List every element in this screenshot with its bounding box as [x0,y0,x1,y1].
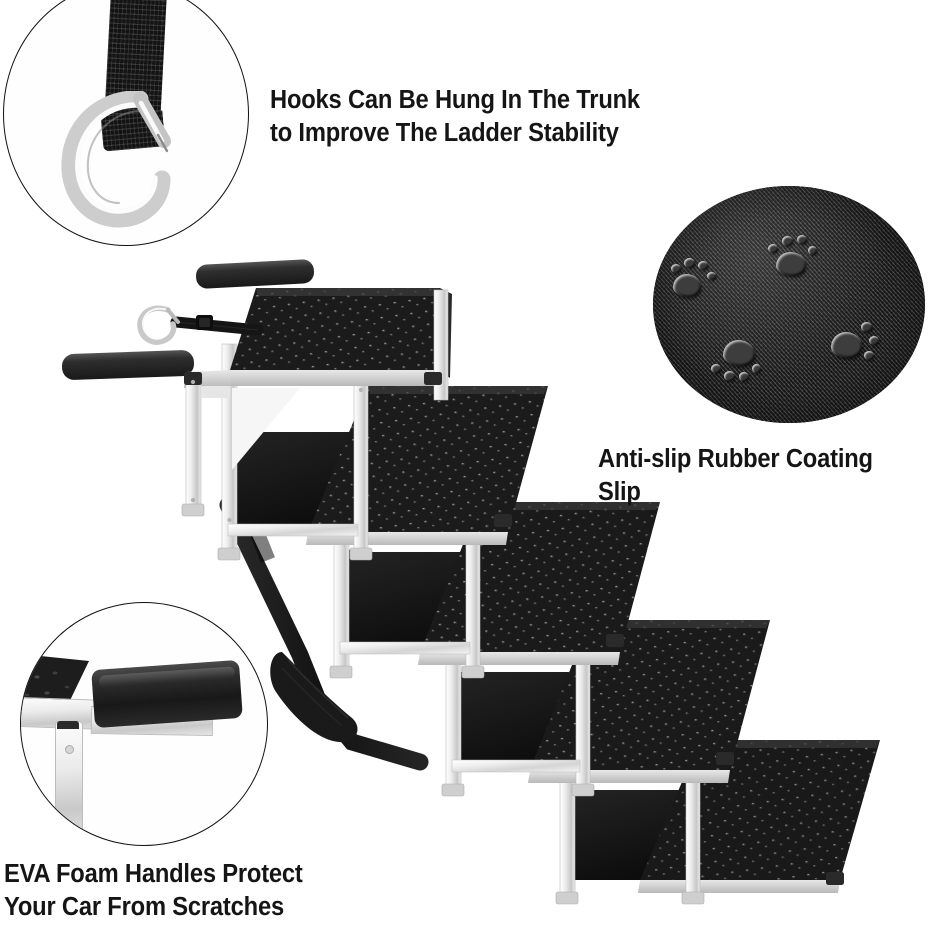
callout-hooks-label: Hooks Can Be Hung In The Trunk to Improv… [270,86,640,148]
rivet [65,745,74,754]
aluminum-post [55,721,83,845]
inset-hook-with-strap-closeup [3,0,249,246]
shoulder-pad [270,652,358,743]
eva-foam-handle-right [196,259,314,289]
top-platform [61,259,452,517]
callout-antislip-label: Anti-slip Rubber Coating Slip [598,445,873,507]
paw-print-icon [669,258,717,300]
carabiner-hook [137,305,264,345]
carabiner-icon [61,91,171,228]
eva-foam-handle-left [61,350,195,380]
post-corner-cap [57,721,79,729]
paw-print-icon [831,322,883,368]
fabric-shading [653,186,925,423]
paw-print-icon [768,234,818,278]
step-2 [217,343,548,561]
paw-print-icon [711,334,765,382]
inset-anti-slip-fabric-closeup [653,186,925,423]
callout-eva-label: EVA Foam Handles Protect Your Car From S… [4,860,303,922]
inset-eva-foam-handle-closeup [20,602,268,846]
